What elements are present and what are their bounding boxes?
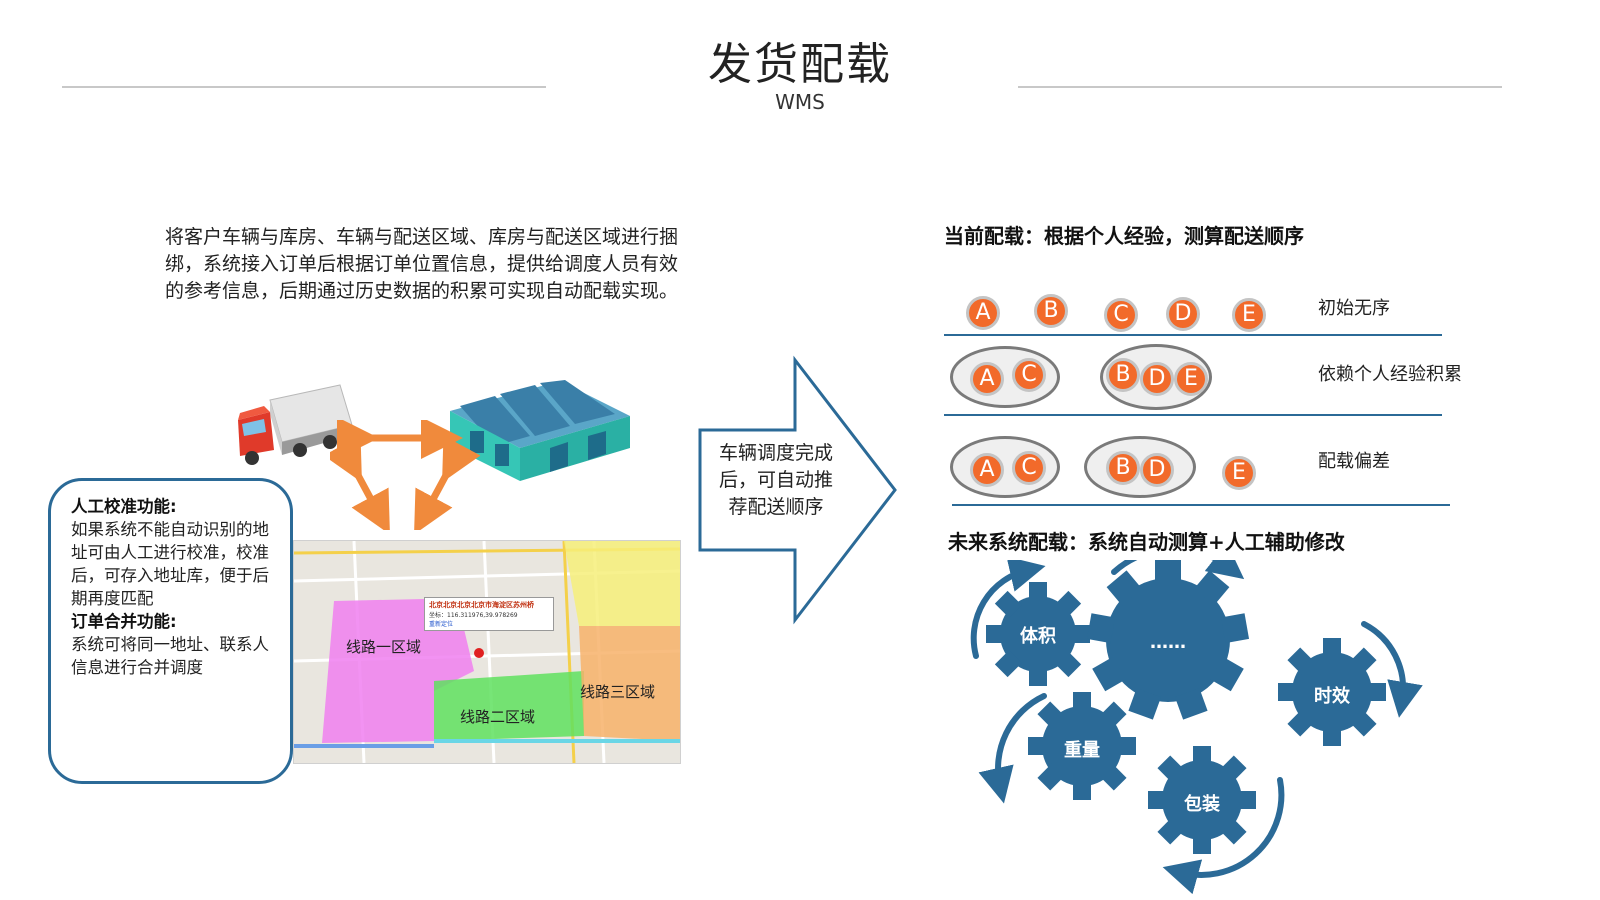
stop-d-row1: D xyxy=(1166,297,1200,331)
stop-b-row3: B xyxy=(1106,451,1140,485)
gear-time-label: 时效 xyxy=(1314,686,1350,707)
stop-d-row3: D xyxy=(1140,453,1174,487)
stop-c-row3: C xyxy=(1012,451,1046,485)
zone3-label: 线路三区域 xyxy=(580,683,656,701)
group-bd-row3 xyxy=(1084,436,1196,498)
stop-e-row2: E xyxy=(1174,362,1208,396)
stop-a-row2: A xyxy=(970,362,1004,396)
gear-center-label: …… xyxy=(1150,632,1186,653)
header-rule-right xyxy=(1018,86,1502,88)
row1-rule xyxy=(944,334,1442,336)
stop-c-row1: C xyxy=(1104,298,1138,332)
header-rule-left xyxy=(62,86,546,88)
stop-a-row3: A xyxy=(970,453,1004,487)
stop-a-row1: A xyxy=(966,296,1000,330)
row2-rule xyxy=(944,414,1442,416)
callout-body-calibration: 如果系统不能自动识别的地址可由人工进行校准，校准后，可存入地址库，便于后期再度匹… xyxy=(71,520,269,608)
page-subtitle: WMS xyxy=(775,90,825,114)
stop-e-row3: E xyxy=(1222,456,1256,490)
gear-weight-label: 重量 xyxy=(1064,740,1100,761)
gears-diagram xyxy=(970,560,1423,895)
map-popup: 北京北京北京北京市海淀区苏州桥 坐标：116.311976,39.978269 … xyxy=(424,597,554,631)
row3-rule xyxy=(952,504,1450,506)
route-map: 北京北京北京北京市海淀区苏州桥 坐标：116.311976,39.978269 … xyxy=(293,540,681,764)
zone2-label: 线路二区域 xyxy=(460,708,536,726)
map-popup-link[interactable]: 重新定位 xyxy=(429,621,454,628)
gear-package-icon xyxy=(1148,746,1256,854)
link-arrows xyxy=(330,420,481,530)
row3-label: 配载偏差 xyxy=(1318,451,1390,472)
stop-b-row2: B xyxy=(1106,358,1140,392)
current-loading-title: 当前配载：根据个人经验，测算配送顺序 xyxy=(944,224,1304,248)
stop-e-row1: E xyxy=(1232,298,1266,332)
gear-weight-icon xyxy=(1028,692,1136,800)
gear-volume-label: 体积 xyxy=(1020,626,1056,647)
feature-callout: 人工校准功能: 如果系统不能自动识别的地址可由人工进行校准，校准后，可存入地址库… xyxy=(48,478,293,784)
map-popup-coords: 坐标：116.311976,39.978269 xyxy=(429,612,518,619)
stop-c-row2: C xyxy=(1012,358,1046,392)
arrow-text: 车辆调度完成后，可自动推荐配送顺序 xyxy=(718,442,833,518)
gear-time-icon xyxy=(1278,638,1386,746)
gear-package-label: 包装 xyxy=(1184,794,1220,815)
future-loading-title: 未来系统配载：系统自动测算+人工辅助修改 xyxy=(948,530,1345,554)
stop-b-row1: B xyxy=(1034,294,1068,328)
callout-body-merge: 系统可将同一地址、联系人信息进行合并调度 xyxy=(71,635,269,677)
callout-heading-merge: 订单合并功能: xyxy=(71,612,177,631)
page-title: 发货配载 xyxy=(708,39,892,90)
gear-center-icon xyxy=(1086,560,1250,720)
stop-d-row2: D xyxy=(1140,362,1174,396)
row2-label: 依赖个人经验积累 xyxy=(1318,364,1462,385)
big-arrow-shape xyxy=(698,355,897,625)
row1-label: 初始无序 xyxy=(1318,298,1390,319)
description-text: 将客户车辆与库房、车辆与配送区域、库房与配送区域进行捆绑，系统接入订单后根据订单… xyxy=(165,226,679,302)
map-popup-title: 北京北京北京北京市海淀区苏州桥 xyxy=(429,601,534,609)
zone1-label: 线路一区域 xyxy=(346,638,422,656)
warehouse-icon xyxy=(450,380,630,481)
callout-heading-calibration: 人工校准功能: xyxy=(71,497,177,516)
